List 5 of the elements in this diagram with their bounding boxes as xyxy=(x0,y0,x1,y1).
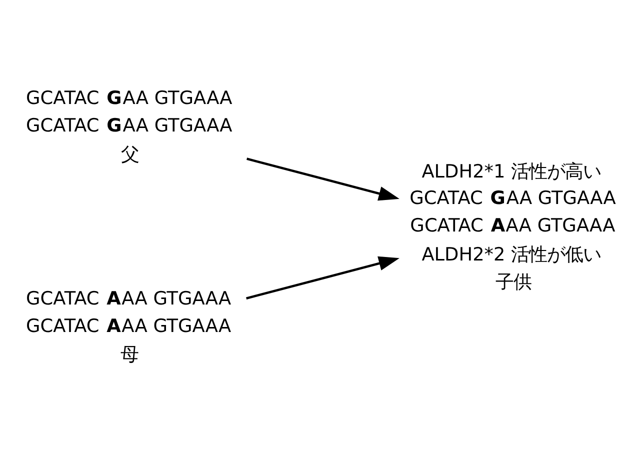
node-text: GCATAC GAA GTGAAA GCATAC GAA GTGAAA 父 xyxy=(26,88,232,166)
node-text: ALDH2*1 活性が高い GCATAC GAA GTGAAA GCATAC AAA GTGAAA ALDH2*2 活性が低い 子供 xyxy=(410,162,616,294)
arrow xyxy=(246,256,400,300)
node-text: GCATAC AAA GTGAAA GCATAC AAA GTGAAA 母 xyxy=(26,288,232,366)
arrow xyxy=(246,158,400,201)
